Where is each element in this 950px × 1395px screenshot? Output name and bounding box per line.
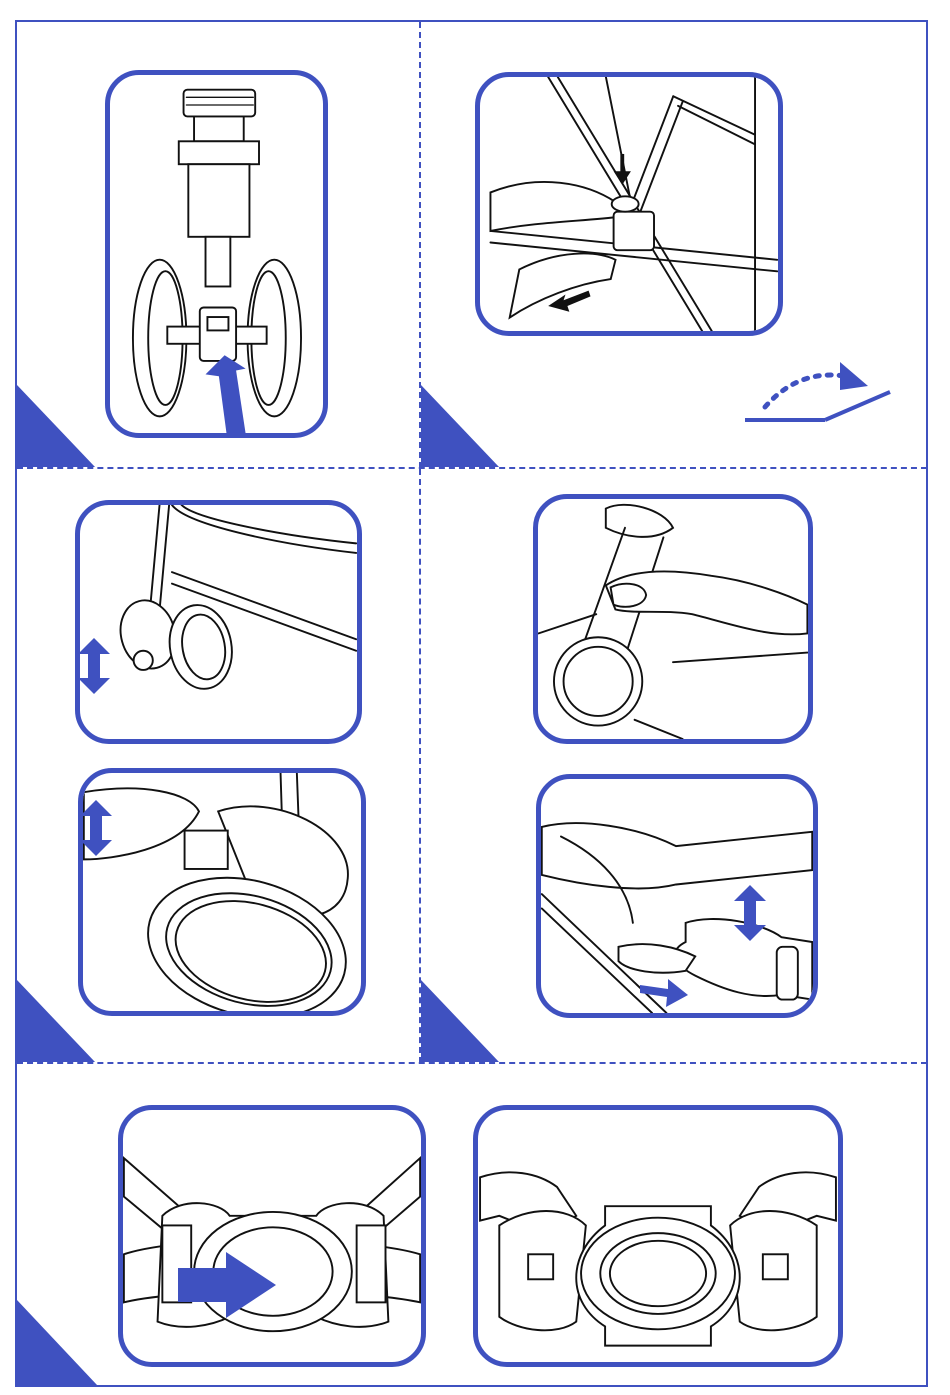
illustration-buckle-insert [118,1105,426,1367]
illustration-front-wheel-side [75,500,362,744]
divider-horizontal-2 [17,1062,927,1064]
front-wheel-side-drawing [80,505,357,739]
illustration-rear-wheel-axle [105,70,328,438]
arrow-right-icon [640,975,688,1007]
double-arrow-vertical-icon [78,800,114,856]
illustration-frame-latch [475,72,783,336]
wheel-brake-press-drawing [538,499,808,739]
arrow-right-icon [178,1252,276,1318]
illustration-front-wheel-closeup [78,768,366,1016]
illustration-buckle-release [473,1105,843,1367]
corner-marker-step-5 [17,1300,97,1385]
divider-horizontal-1 [17,467,927,469]
illustration-wheel-brake-press [533,494,813,744]
corner-marker-step-2 [421,385,499,467]
double-arrow-vertical-icon [732,885,768,941]
divider-vertical-middle [419,469,421,1063]
front-wheel-closeup-drawing [83,773,361,1011]
buckle-release-drawing [478,1110,838,1362]
unfold-motion-icon [740,352,895,427]
buckle-insert-drawing [123,1110,421,1362]
corner-marker-step-1 [17,385,95,467]
corner-marker-step-4 [421,980,499,1062]
frame-latch-drawing [480,77,778,331]
rear-wheel-axle-drawing [110,75,323,433]
double-arrow-vertical-icon [76,638,112,694]
